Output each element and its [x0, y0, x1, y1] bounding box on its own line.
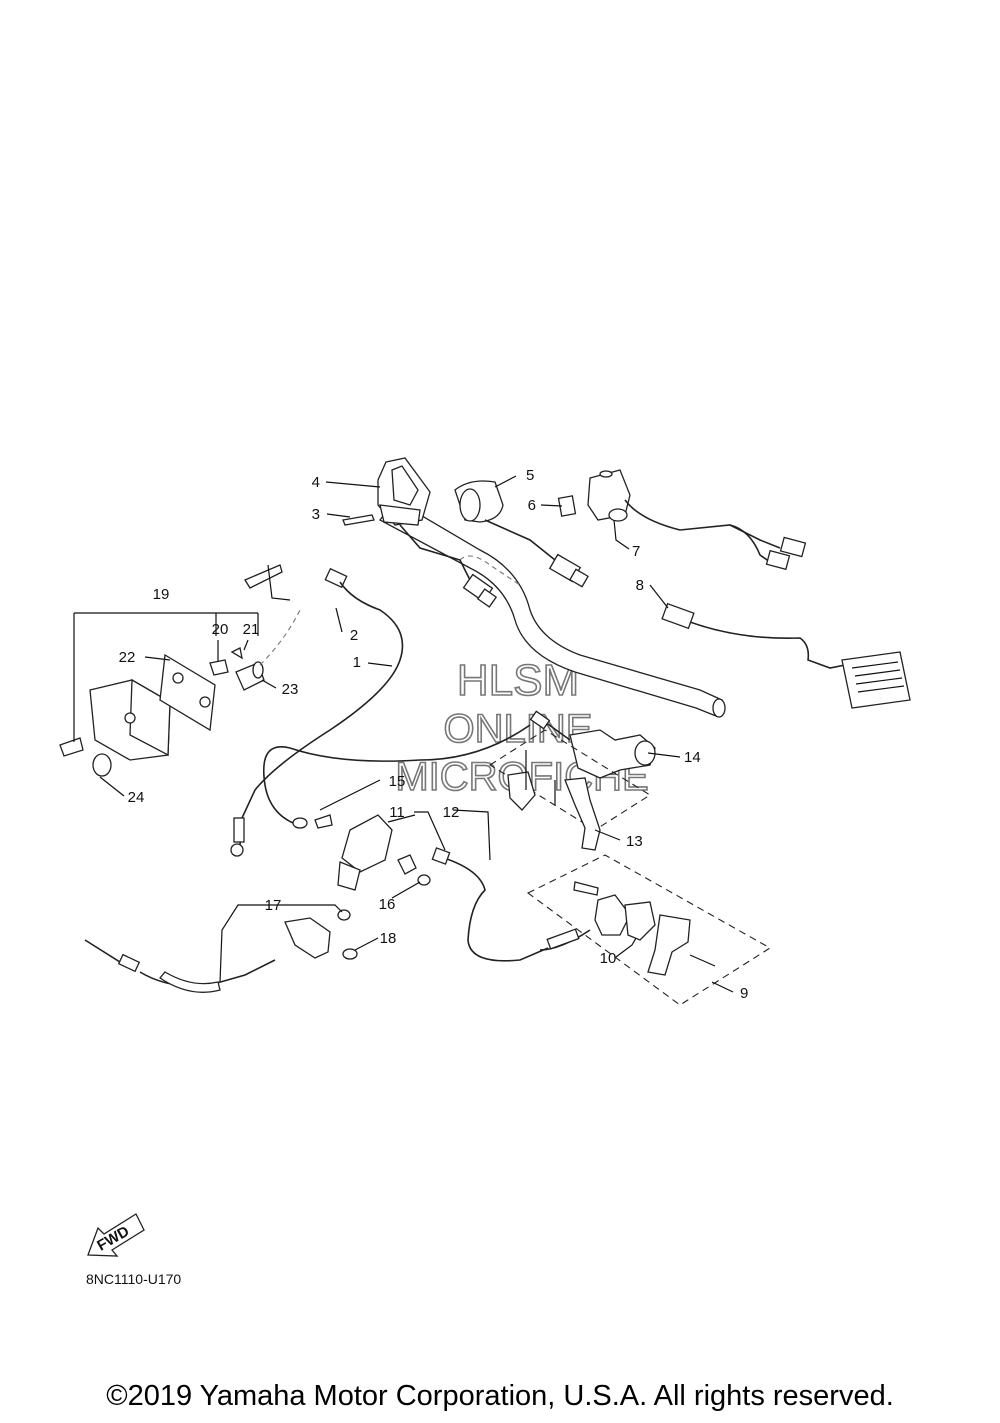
junction-block: [314, 814, 431, 891]
callout-24: 24: [128, 789, 145, 806]
callout-15: 15: [389, 773, 406, 790]
meter-bracket-group: [59, 564, 301, 777]
callout-20: 20: [212, 621, 229, 638]
callout-11: 11: [389, 804, 405, 821]
handlebar: [379, 499, 726, 718]
lever-assembly-9: [526, 854, 772, 1006]
fwd-badge: FWD: [87, 1213, 145, 1257]
throttle-clamp: [529, 710, 656, 779]
cable-17: [84, 909, 358, 993]
copyright-notice: ©2019 Yamaha Motor Corporation, U.S.A. A…: [106, 1380, 894, 1412]
callout-7: 7: [632, 543, 640, 560]
callout-4: 4: [312, 474, 320, 491]
callout-16: 16: [379, 896, 396, 913]
callout-14: 14: [684, 749, 701, 766]
cable-1: [230, 567, 404, 857]
callout-13: 13: [626, 833, 643, 850]
leader-lines: [73, 475, 734, 993]
callout-2: 2: [350, 627, 358, 644]
cable-12: [263, 724, 549, 962]
callouts: 1 2 3 4 5 6 7 8 9 10 11 12 13 14 15 16 1…: [119, 467, 749, 1002]
callout-5: 5: [526, 467, 534, 484]
callout-23: 23: [282, 681, 299, 698]
callout-22: 22: [119, 649, 136, 666]
callout-12: 12: [443, 804, 460, 821]
callout-19: 19: [153, 586, 170, 603]
callout-18: 18: [380, 930, 397, 947]
callout-9: 9: [740, 985, 748, 1002]
callout-10: 10: [600, 950, 617, 967]
lever-assembly-13: [488, 729, 652, 851]
callout-1: 1: [353, 654, 361, 671]
callout-3: 3: [312, 506, 320, 523]
diagram-code: 8NC1110-U170: [86, 1271, 182, 1287]
callout-21: 21: [243, 621, 260, 638]
grip-housing: [454, 480, 589, 588]
grip-heater: [661, 602, 911, 709]
callout-17: 17: [265, 897, 282, 914]
right-switch-assembly: [557, 469, 807, 571]
callout-6: 6: [528, 497, 536, 514]
callout-8: 8: [636, 577, 644, 594]
left-switch-assembly: [342, 457, 498, 608]
watermark-line-2: ONLINE: [444, 707, 593, 751]
